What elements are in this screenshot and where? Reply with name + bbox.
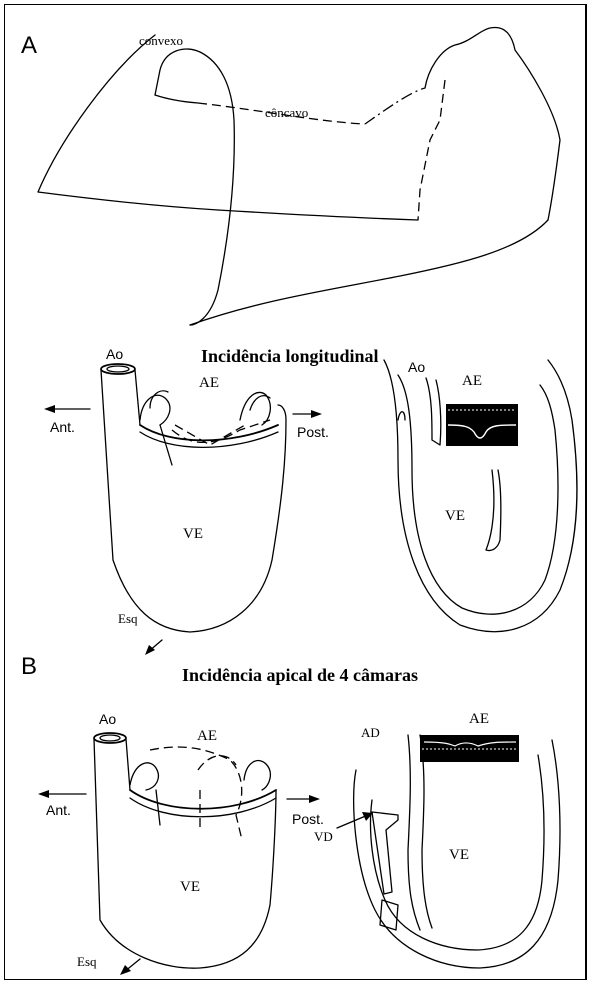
left-heart-long-axis — [101, 364, 286, 632]
echo-aorta-label-a: Ao — [408, 360, 425, 374]
left-label-a: Esq — [118, 612, 138, 625]
echo-left-ventricle-label-a: VE — [445, 509, 465, 524]
left-label-b: Esq — [77, 955, 97, 968]
echo-left-atrium-label-b: AE — [469, 712, 489, 727]
convex-label: convexo — [139, 34, 183, 47]
long-axis-title: Incidência longitudinal — [201, 347, 379, 365]
echo-left-atrium-label-a: AE — [462, 374, 482, 389]
echo-long-axis — [384, 360, 577, 632]
apical-title: Incidência apical de 4 câmaras — [182, 666, 418, 684]
panel-b-letter: B — [21, 655, 37, 679]
aorta-label-b: Ao — [99, 712, 116, 726]
left-atrium-label-a: AE — [199, 376, 219, 391]
left-atrium-label-b: AE — [197, 729, 217, 744]
anterior-label-a: Ant. — [50, 420, 75, 434]
left-heart-apical — [94, 733, 276, 968]
posterior-label-b: Post. — [292, 812, 324, 826]
panel-a-letter: A — [21, 34, 37, 58]
mitral-saddle-drawing — [38, 27, 560, 325]
echo-right-atrium-label: AD — [361, 726, 380, 739]
posterior-label-a: Post. — [297, 425, 329, 439]
concave-label: côncavo — [265, 106, 308, 119]
echo-left-ventricle-label-b: VE — [449, 848, 469, 863]
anterior-label-b: Ant. — [46, 803, 71, 817]
aorta-label-a: Ao — [106, 347, 123, 361]
arrows-panel-b — [38, 790, 320, 975]
echo-right-ventricle-label: VD — [314, 830, 333, 843]
left-ventricle-label-b: VE — [180, 880, 200, 895]
left-ventricle-label-a: VE — [183, 527, 203, 542]
